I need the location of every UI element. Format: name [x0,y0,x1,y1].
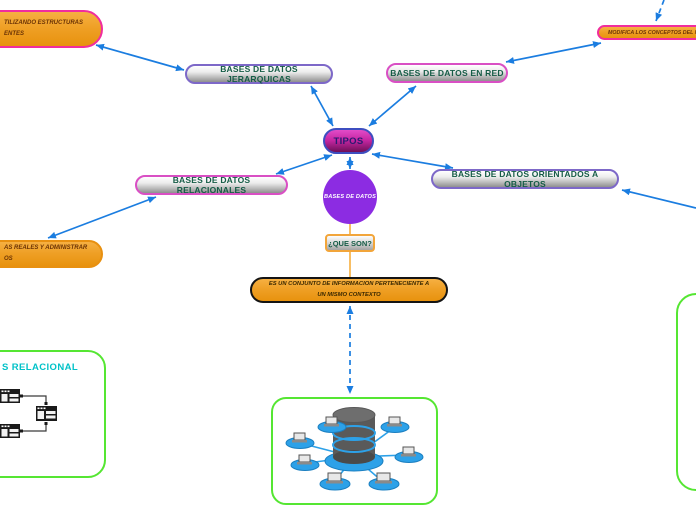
laptop-node-icons [285,416,424,491]
node-que-son-label: ¿QUE SON? [328,238,372,248]
panel-relacional-heading: S RELACIONAL [2,362,79,373]
node-bases-de-datos-circle[interactable]: BASES DE DATOS [323,170,377,224]
node-reales-administrar-line1: AS REALES Y ADMINISTRAR [4,245,88,252]
node-modifica-conceptos-label: MODIFICA LOS CONCEPTOS DEL NOD [608,29,696,36]
node-utilizando-estructuras-line2: ENTES [4,31,25,37]
relation-link [21,423,47,432]
connector-enred-tipos [368,85,417,127]
table-icon [0,424,20,438]
database-cylinder-icon [324,407,384,472]
connector-enred-modifica [505,41,602,64]
connector-relacionales-tipos [275,154,333,175]
connector-jerarquicas-tipos [310,85,334,127]
node-bases-jerarquicas-label: BASES DE DATOS JERARQUICAS [220,64,298,84]
node-reales-administrar[interactable]: AS REALES Y ADMINISTRAR OS [0,240,103,268]
node-bases-de-datos-label: BASES DE DATOS [323,194,376,200]
node-contexto-definition-label: ES UN CONJUNTO DE INFORMACION PERTENECIE… [268,281,430,298]
node-bases-orientados-objetos-label: BASES DE DATOS ORIENTADOS A OBJETOS [451,169,599,189]
relational-schema-diagram [0,389,57,438]
panel-database-network[interactable] [271,397,438,505]
node-bases-en-red[interactable]: BASES DE DATOS EN RED [386,63,508,83]
panel-right-clipped[interactable] [676,293,696,491]
table-icon [36,406,57,421]
node-contexto-definition[interactable]: ES UN CONJUNTO DE INFORMACION PERTENECIE… [250,277,448,303]
panel-relacional[interactable]: S RELACIONAL [0,350,106,478]
node-utilizando-estructuras-line1: TILIZANDO ESTRUCTURAS [4,20,83,27]
node-bases-en-red-label: BASES DE DATOS EN RED [390,68,504,78]
node-tipos-label: TIPOS [333,135,364,147]
node-que-son[interactable]: ¿QUE SON? [325,234,375,252]
node-tipos[interactable]: TIPOS [323,128,374,154]
connector-orientados-tipos [371,151,454,171]
node-modifica-conceptos[interactable]: MODIFICA LOS CONCEPTOS DEL NOD [597,25,696,40]
connector-estructuras-jerarquicas [95,43,185,72]
node-bases-orientados-objetos[interactable]: BASES DE DATOS ORIENTADOS A OBJETOS [431,169,619,189]
node-reales-administrar-line2: OS [4,256,13,262]
node-bases-relacionales-label: BASES DE DATOS RELACIONALES [172,175,251,195]
node-utilizando-estructuras[interactable]: TILIZANDO ESTRUCTURAS ENTES [0,10,103,48]
connector-relacionales-reales [47,196,157,239]
node-bases-jerarquicas[interactable]: BASES DE DATOS JERARQUICAS [185,64,333,84]
relation-link [21,395,47,404]
connector-orientados-offscreen [621,188,696,209]
table-icon [0,389,20,403]
connector-dashed-modifica [655,0,665,22]
node-bases-relacionales[interactable]: BASES DE DATOS RELACIONALES [135,175,288,195]
database-network-illustration [285,407,424,491]
